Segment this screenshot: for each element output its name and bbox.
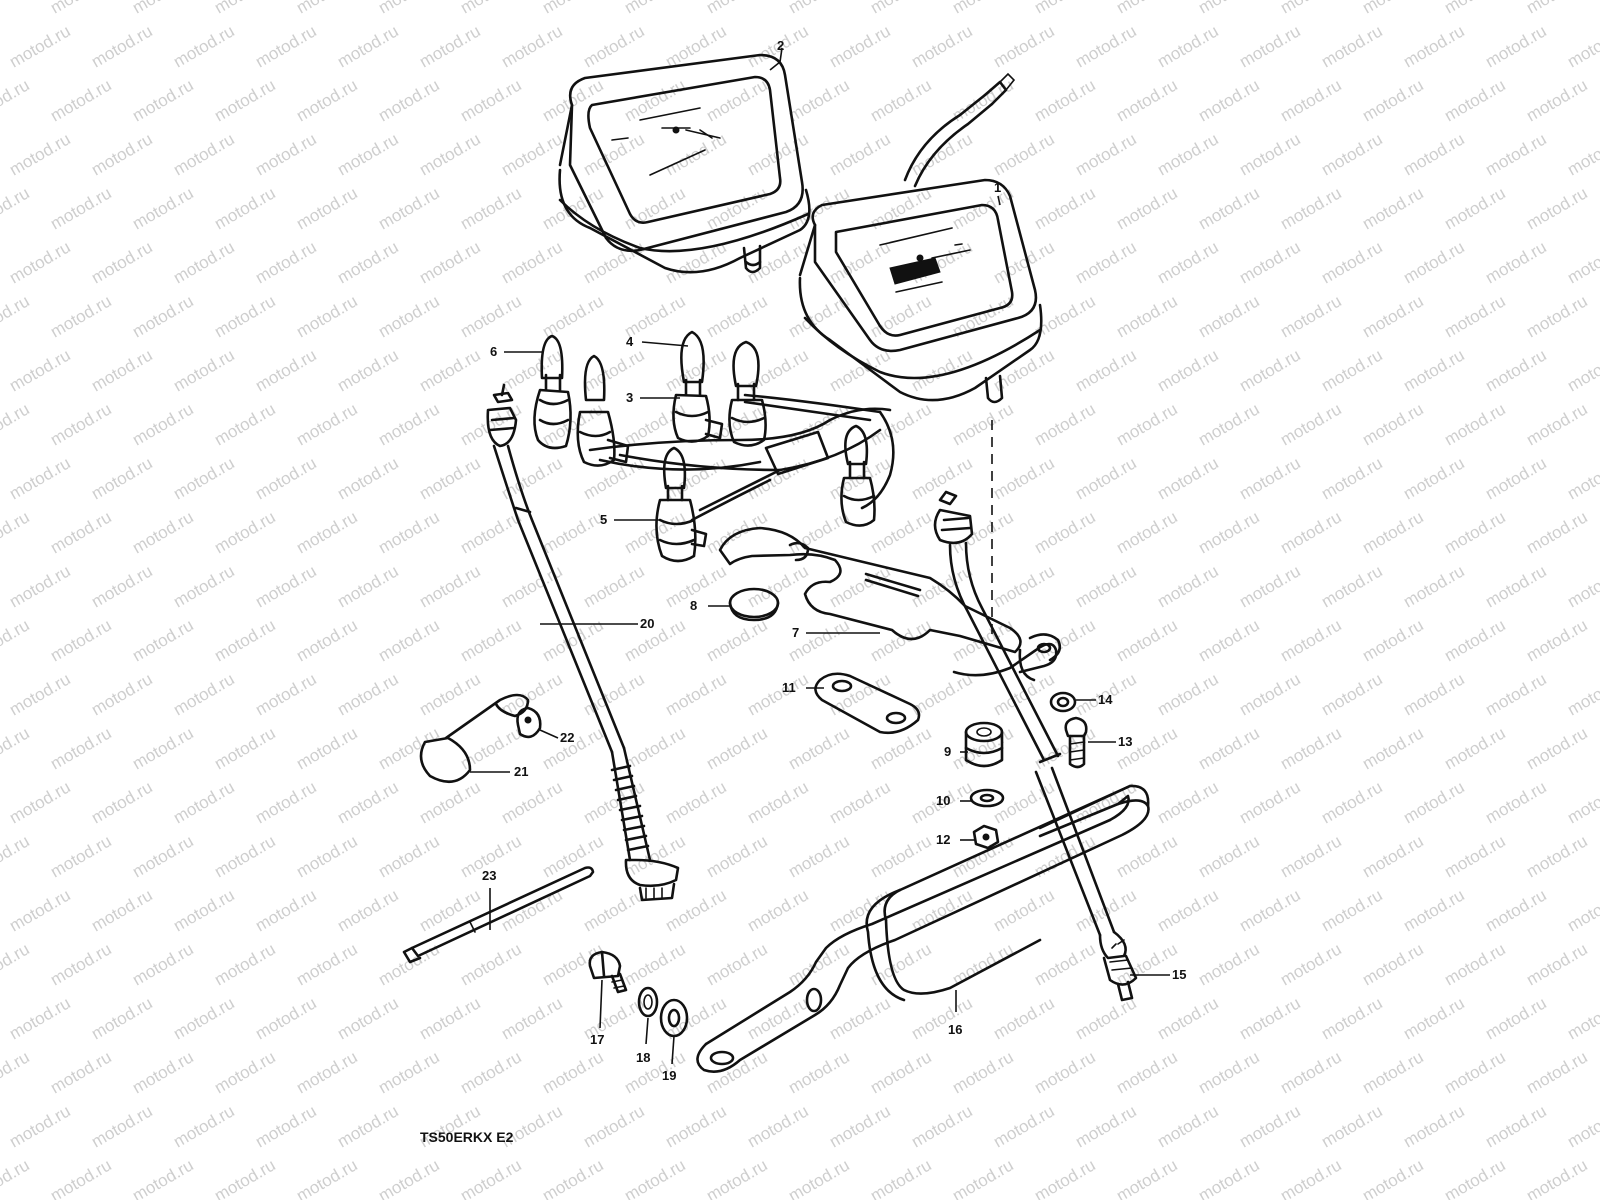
bracket-plate-7[interactable]: [718, 526, 1022, 654]
nut-12[interactable]: [972, 824, 1000, 850]
callout-13: 13: [1118, 734, 1132, 749]
speedometer-cable[interactable]: [933, 490, 1138, 1002]
clamp-14[interactable]: [952, 633, 1077, 713]
bolt-13[interactable]: [1064, 716, 1088, 769]
callout-19: 19: [662, 1068, 676, 1083]
callout-6: 6: [490, 344, 497, 359]
callout-16: 16: [948, 1022, 962, 1037]
callout-1: 1: [994, 180, 1001, 195]
callout-8: 8: [690, 598, 697, 613]
washer-10[interactable]: [969, 788, 1005, 808]
callout-20: 20: [640, 616, 654, 631]
cable-tie-23[interactable]: [402, 866, 595, 964]
callout-numbers: 2 1 4 6 3 5 8 20 7 11 14 22 13 9 21 10 1…: [482, 38, 1186, 1083]
leader-lines: [470, 47, 1170, 1065]
model-code-label: TS50ERKX E2: [420, 1129, 514, 1145]
cable-clamp-21[interactable]: [419, 693, 530, 784]
washer-18[interactable]: [637, 986, 659, 1018]
callout-4: 4: [626, 334, 634, 349]
washer-19[interactable]: [659, 998, 689, 1038]
callout-5: 5: [600, 512, 607, 527]
callout-10: 10: [936, 793, 950, 808]
callout-3: 3: [626, 390, 633, 405]
clip-22[interactable]: [516, 706, 542, 739]
meter-1[interactable]: [798, 72, 1043, 404]
bracket-16[interactable]: [696, 784, 1150, 1073]
callout-22: 22: [560, 730, 574, 745]
callout-15: 15: [1172, 967, 1186, 982]
plate-11[interactable]: [814, 672, 921, 735]
damper-9[interactable]: [964, 721, 1004, 768]
cable-20[interactable]: [486, 383, 680, 902]
bolt-17[interactable]: [588, 950, 628, 994]
callout-9: 9: [944, 744, 951, 759]
callout-18: 18: [636, 1050, 650, 1065]
callout-2: 2: [777, 38, 784, 53]
callout-11: 11: [782, 680, 796, 695]
callout-17: 17: [590, 1032, 604, 1047]
grommet-8[interactable]: [728, 587, 780, 622]
callout-7: 7: [792, 625, 799, 640]
callout-23: 23: [482, 868, 496, 883]
callout-14: 14: [1098, 692, 1113, 707]
callout-12: 12: [936, 832, 950, 847]
meter-2[interactable]: [558, 53, 811, 274]
bulb-socket-harness[interactable]: [533, 330, 895, 563]
callout-21: 21: [514, 764, 528, 779]
